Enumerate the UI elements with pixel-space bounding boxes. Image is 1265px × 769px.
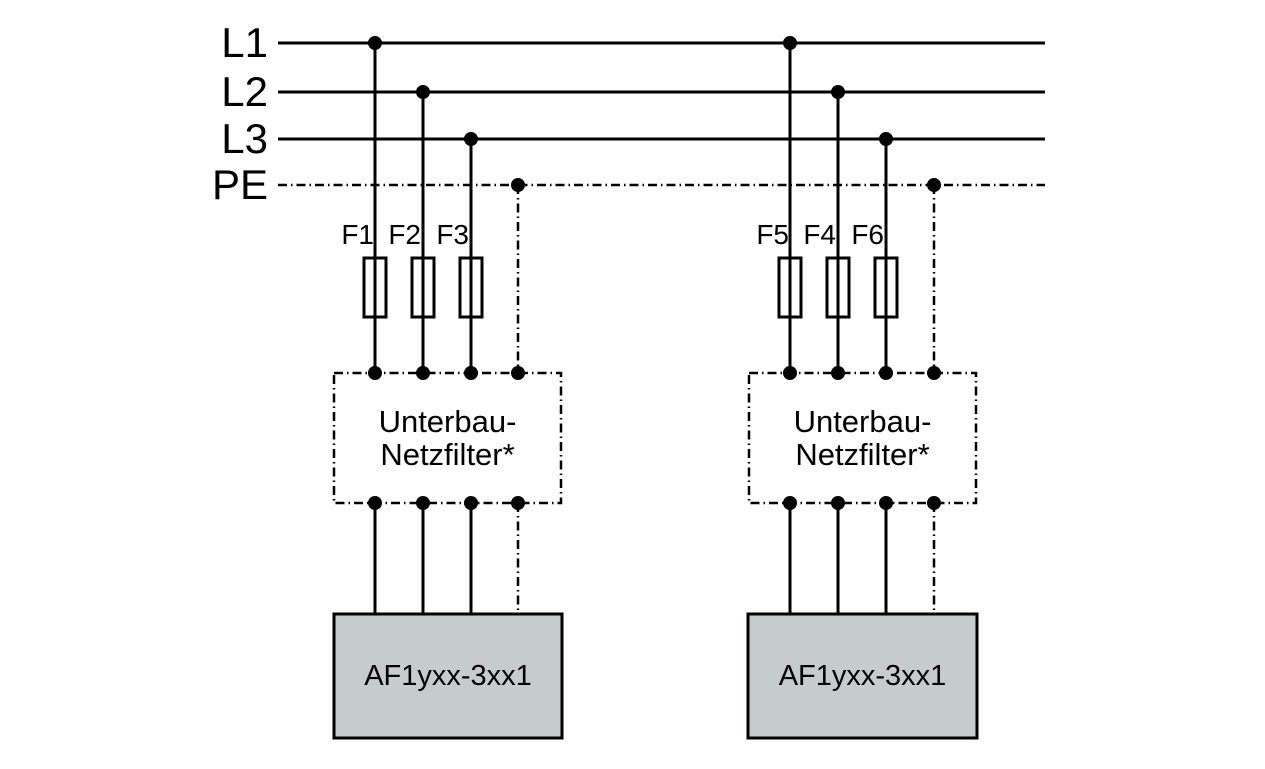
filter-box <box>332 371 563 505</box>
circuit-right <box>746 36 979 740</box>
junction-dot <box>879 496 893 510</box>
bus-label-l2: L2 <box>221 68 268 115</box>
junction-dot <box>511 496 525 510</box>
filter-label-line1: Unterbau- <box>793 404 932 439</box>
junction-dot <box>368 366 382 380</box>
junction-dot <box>831 496 845 510</box>
junction-dot <box>464 366 478 380</box>
junction-dot <box>464 496 478 510</box>
junction-dot <box>927 496 941 510</box>
device-box <box>746 612 979 740</box>
fuse-label-f6: F6 <box>851 219 884 250</box>
junction-dots <box>783 36 941 510</box>
filter-label-line2: Netzfilter* <box>380 437 515 472</box>
filter-box <box>747 371 978 505</box>
junction-dot <box>831 366 845 380</box>
junction-dot <box>511 366 525 380</box>
circuit-left <box>332 36 564 740</box>
fuse-f3-symbol <box>458 256 484 319</box>
junction-dot <box>783 36 797 50</box>
device-label: AF1yxx-3xx1 <box>364 659 532 692</box>
junction-dot <box>368 496 382 510</box>
junction-dot <box>927 178 941 192</box>
fuse-f1-symbol <box>362 256 388 319</box>
filter-label: Unterbau- Netzfilter* <box>749 373 976 503</box>
fuse-f2-symbol <box>410 256 436 319</box>
fuse-label-f5: F5 <box>756 219 789 250</box>
junction-dots <box>368 36 525 510</box>
junction-dot <box>927 366 941 380</box>
junction-dot <box>831 85 845 99</box>
junction-dot <box>783 366 797 380</box>
fuse-label-f4: F4 <box>803 219 836 250</box>
fuse-f4-symbol <box>825 256 851 319</box>
filter-label-line1: Unterbau- <box>378 404 517 439</box>
junction-dot <box>416 85 430 99</box>
fuse-label-f3: F3 <box>436 219 469 250</box>
fuse-label-f2: F2 <box>388 219 421 250</box>
bus-label-l1: L1 <box>221 19 268 66</box>
junction-dot <box>879 132 893 146</box>
fuse-f6-symbol <box>873 256 899 319</box>
junction-dot <box>368 36 382 50</box>
device-label: AF1yxx-3xx1 <box>778 659 947 692</box>
junction-dot <box>416 496 430 510</box>
fuse-label-f1: F1 <box>341 219 374 250</box>
device-box <box>332 612 564 740</box>
junction-dot <box>783 496 797 510</box>
junction-dot <box>464 132 478 146</box>
filter-label-line2: Netzfilter* <box>795 437 930 472</box>
bus-label-l3: L3 <box>221 115 268 162</box>
junction-dot <box>511 178 525 192</box>
bus-label-pe: PE <box>211 161 268 208</box>
junction-dot <box>416 366 430 380</box>
filter-label: Unterbau- Netzfilter* <box>334 373 561 503</box>
fuse-f5-symbol <box>777 256 803 319</box>
junction-dot <box>879 366 893 380</box>
